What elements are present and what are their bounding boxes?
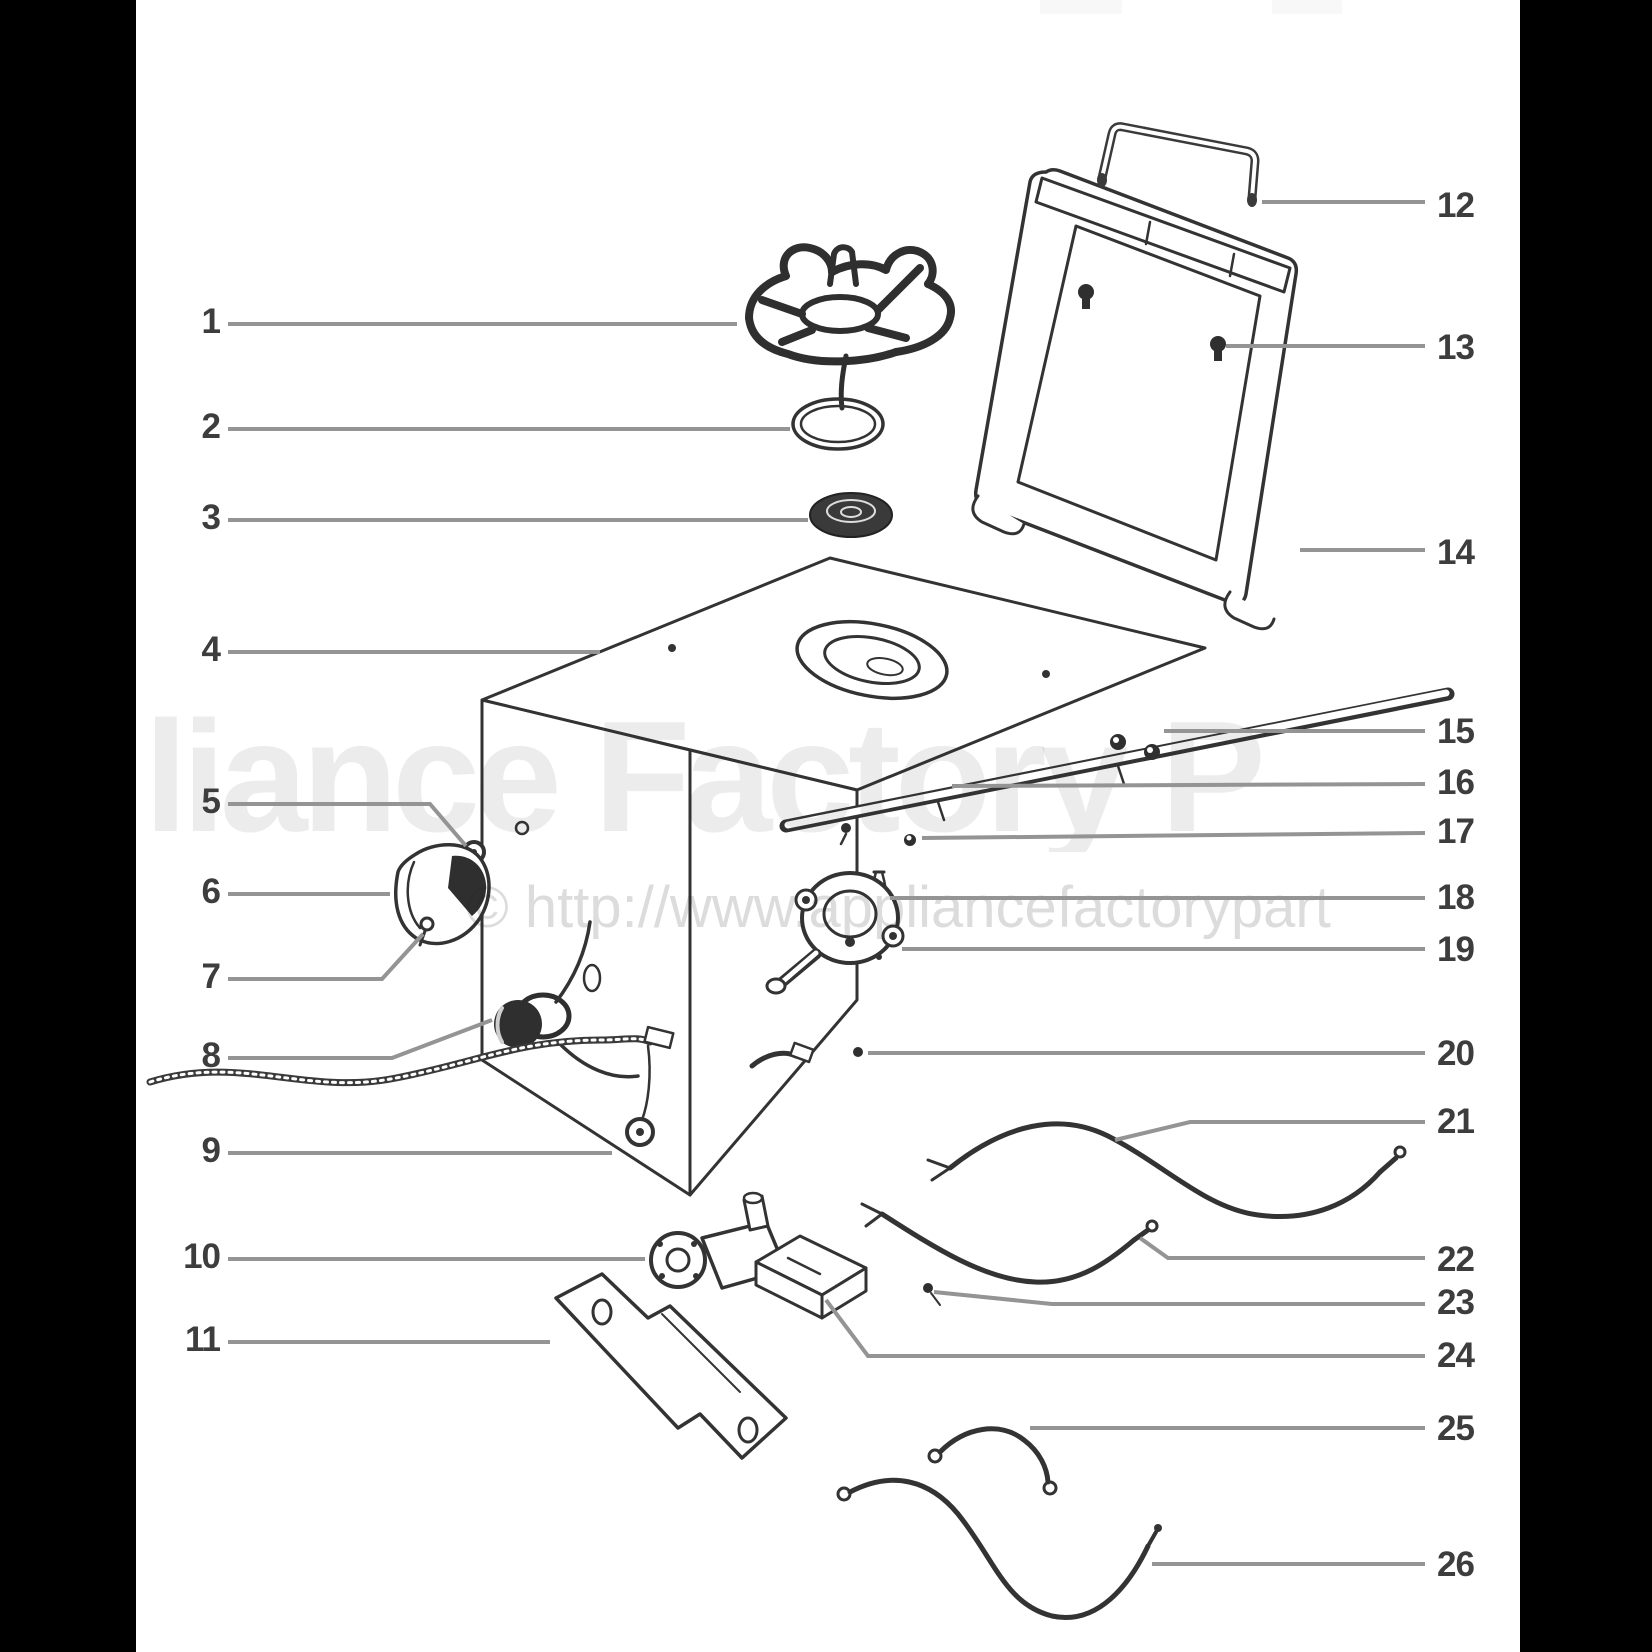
part-label-21: 21 [1437,1102,1475,1141]
part-label-15: 15 [1437,712,1475,751]
part-label-19: 19 [1437,930,1475,969]
part-label-2: 2 [201,407,221,446]
part-label-12: 12 [1437,186,1475,225]
part-label-25: 25 [1437,1409,1475,1448]
part-label-3: 3 [201,498,221,537]
part-label-18: 18 [1437,878,1475,917]
part-label-14: 14 [1437,533,1475,572]
part-label-1: 1 [201,302,221,341]
part-label-20: 20 [1437,1034,1475,1073]
watermark-url: © http://www.appliancefactorypart [466,875,1331,940]
part-label-5: 5 [201,782,221,821]
part-label-8: 8 [201,1036,221,1075]
part-label-4: 4 [201,630,221,669]
part-label-26: 26 [1437,1545,1475,1584]
top-watermark-fragment [1040,0,1122,14]
part-label-7: 7 [201,957,221,996]
part-label-23: 23 [1437,1283,1475,1322]
part-label-10: 10 [183,1237,221,1276]
part-label-11: 11 [185,1320,221,1359]
top-watermark-fragment [1272,0,1342,14]
part-label-6: 6 [201,872,221,911]
part-label-9: 9 [201,1131,221,1170]
part-label-24: 24 [1437,1336,1475,1375]
part-label-22: 22 [1437,1240,1475,1279]
part-label-13: 13 [1437,328,1475,367]
part-label-16: 16 [1437,763,1475,802]
part-label-17: 17 [1437,812,1475,851]
watermark-large: liance Factory P [144,702,1266,852]
